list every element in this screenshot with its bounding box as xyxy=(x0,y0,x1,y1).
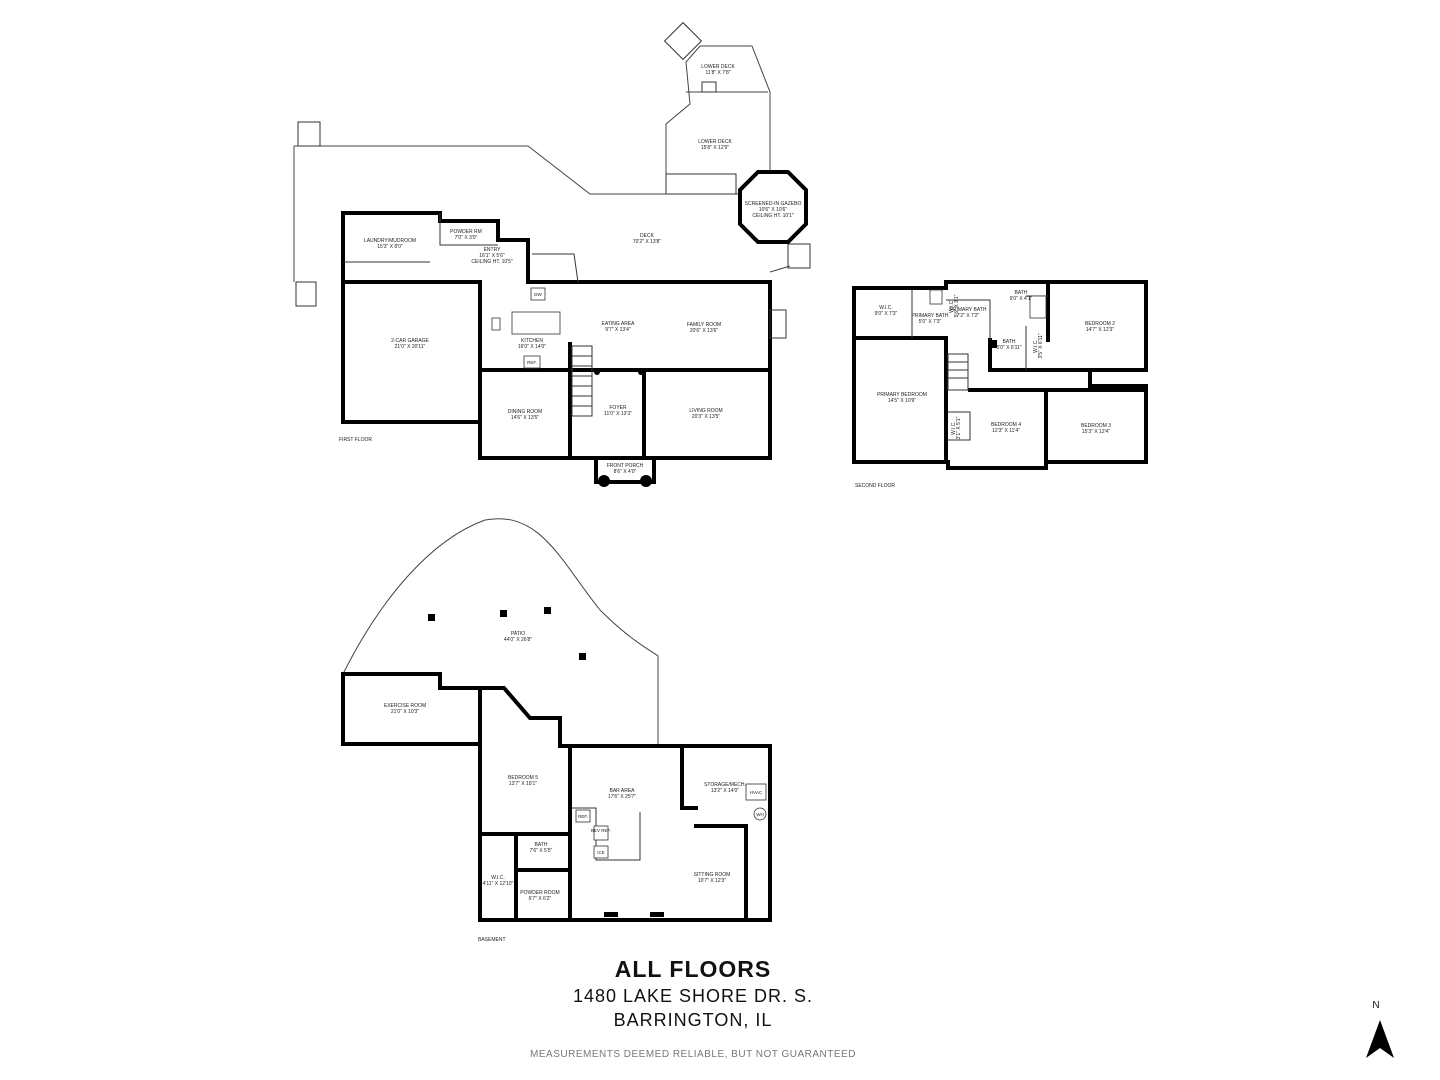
svg-text:W.I.C.5'6" X 3'1": W.I.C.5'6" X 3'1" xyxy=(949,294,960,317)
address-line-1: 1480 LAKE SHORE DR. S. xyxy=(572,986,814,1006)
address-line-2: BARRINGTON, IL xyxy=(613,1010,773,1030)
svg-text:BEDROOM 214'7" X 12'3": BEDROOM 214'7" X 12'3" xyxy=(1085,321,1115,333)
svg-text:BEDROOM 315'3" X 12'4": BEDROOM 315'3" X 12'4" xyxy=(1081,423,1111,435)
basement-label: BASEMENT xyxy=(478,937,506,943)
first-floor-exterior-walls xyxy=(341,211,772,460)
water-heater-label: WH xyxy=(756,812,764,817)
plan-title: ALL FLOORS xyxy=(614,956,772,982)
svg-text:W.I.C.3'1" X 5'1": W.I.C.3'1" X 5'1" xyxy=(951,416,962,439)
deck-stairs xyxy=(295,21,811,307)
svg-text:BEDROOM 412'3" X 11'4": BEDROOM 412'3" X 11'4" xyxy=(991,422,1021,434)
ice-maker-label: ICE xyxy=(597,850,605,855)
svg-text:POWDER RM7'0" X 3'0": POWDER RM7'0" X 3'0" xyxy=(450,229,482,241)
hvac-label: HVAC xyxy=(750,790,763,795)
second-floor-exterior-walls xyxy=(852,280,1148,470)
second-floor-stairs xyxy=(947,353,969,391)
disclaimer: MEASUREMENTS DEEMED RELIABLE, BUT NOT GU… xyxy=(530,1049,856,1060)
svg-text:W.I.C.9'0" X 7'3": W.I.C.9'0" X 7'3" xyxy=(875,305,898,317)
patio-outline xyxy=(342,518,659,746)
svg-text:BEDROOM 513'7" X 18'1": BEDROOM 513'7" X 18'1" xyxy=(508,775,538,787)
svg-text:W.I.C.3'5" X 6'11": W.I.C.3'5" X 6'11" xyxy=(1033,333,1044,358)
deck-outline xyxy=(294,45,771,195)
foyer-stairs xyxy=(571,345,593,417)
second-floor-label: SECOND FLOOR xyxy=(855,483,895,489)
bev-fridge-label: BEV REF. xyxy=(591,828,611,833)
north-arrow-icon xyxy=(1366,1020,1394,1058)
basement-fridge-label: REF. xyxy=(578,814,588,819)
svg-text:W.I.C.4'11" X 12'10": W.I.C.4'11" X 12'10" xyxy=(483,875,514,887)
svg-text:STORAGE/MECH.13'2" X 14'0": STORAGE/MECH.13'2" X 14'0" xyxy=(704,782,746,794)
fridge-label: REF. xyxy=(527,360,537,365)
gazebo-outline xyxy=(738,170,808,244)
first-floor-label: FIRST FLOOR xyxy=(339,437,372,443)
dishwasher-label: DW xyxy=(534,292,542,297)
north-label: N xyxy=(1372,1000,1380,1011)
